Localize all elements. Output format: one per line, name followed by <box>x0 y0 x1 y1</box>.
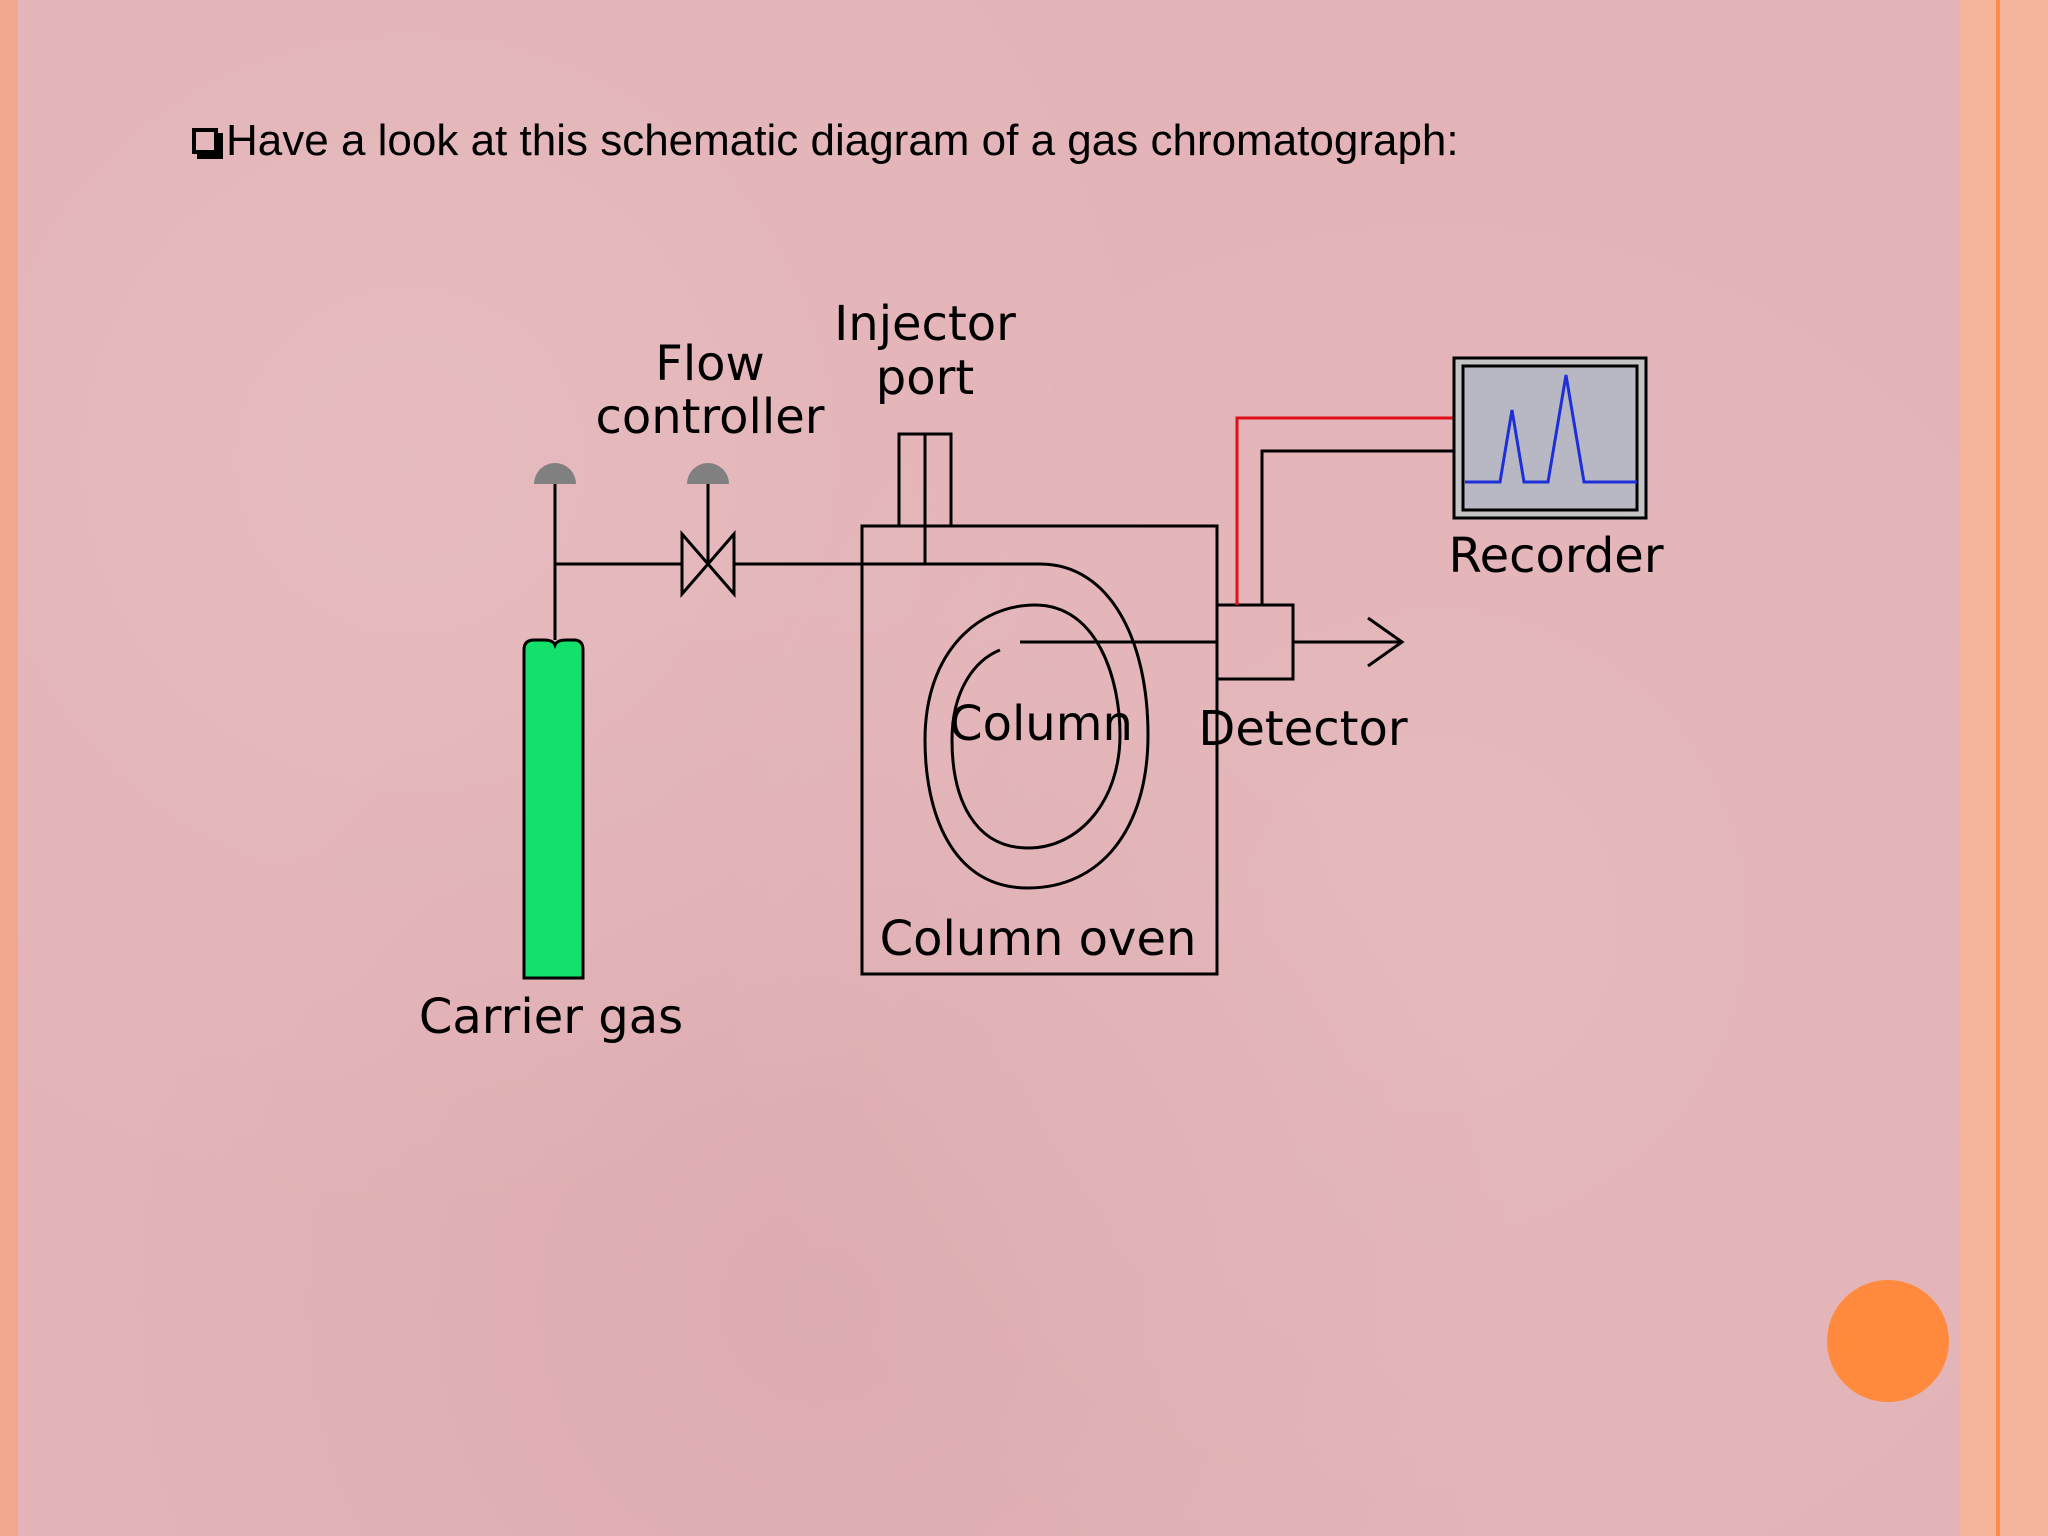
checkbox-bullet-icon <box>192 128 218 154</box>
accent-circle <box>1827 1280 1949 1402</box>
recorder-device <box>1452 356 1648 520</box>
flow-controller-label-line1: Flow <box>655 336 765 392</box>
carrier-gas-label: Carrier gas <box>419 989 683 1045</box>
column-oven-box <box>860 524 1219 976</box>
injector-port-label-line2: port <box>876 350 974 406</box>
flow-controller-label-line2: controller <box>596 389 825 445</box>
right-border-line <box>1996 0 2000 1536</box>
detector-label: Detector <box>1198 701 1407 757</box>
slide-heading: Have a look at this schematic diagram of… <box>192 116 1459 166</box>
injector-port <box>897 432 953 564</box>
signal-wire-red <box>1235 416 1454 605</box>
slide-heading-text: Have a look at this schematic diagram of… <box>226 116 1459 165</box>
left-border-stripe <box>0 0 18 1536</box>
column-coil <box>923 562 1217 890</box>
exhaust-arrow-icon <box>1293 616 1405 668</box>
detector-box <box>1215 603 1295 681</box>
recorder-label: Recorder <box>1448 528 1663 584</box>
cylinder-regulator-knob <box>534 463 576 484</box>
chromatogram-trace <box>1465 374 1637 484</box>
column-oven-label: Column oven <box>880 911 1197 967</box>
signal-wire-black <box>1260 449 1454 605</box>
carrier-gas-cylinder <box>522 638 585 980</box>
flow-controller-valve <box>680 463 736 599</box>
injector-port-label-line1: Injector <box>834 296 1016 352</box>
column-label: Column <box>949 696 1133 752</box>
right-border-band <box>1960 0 2048 1536</box>
